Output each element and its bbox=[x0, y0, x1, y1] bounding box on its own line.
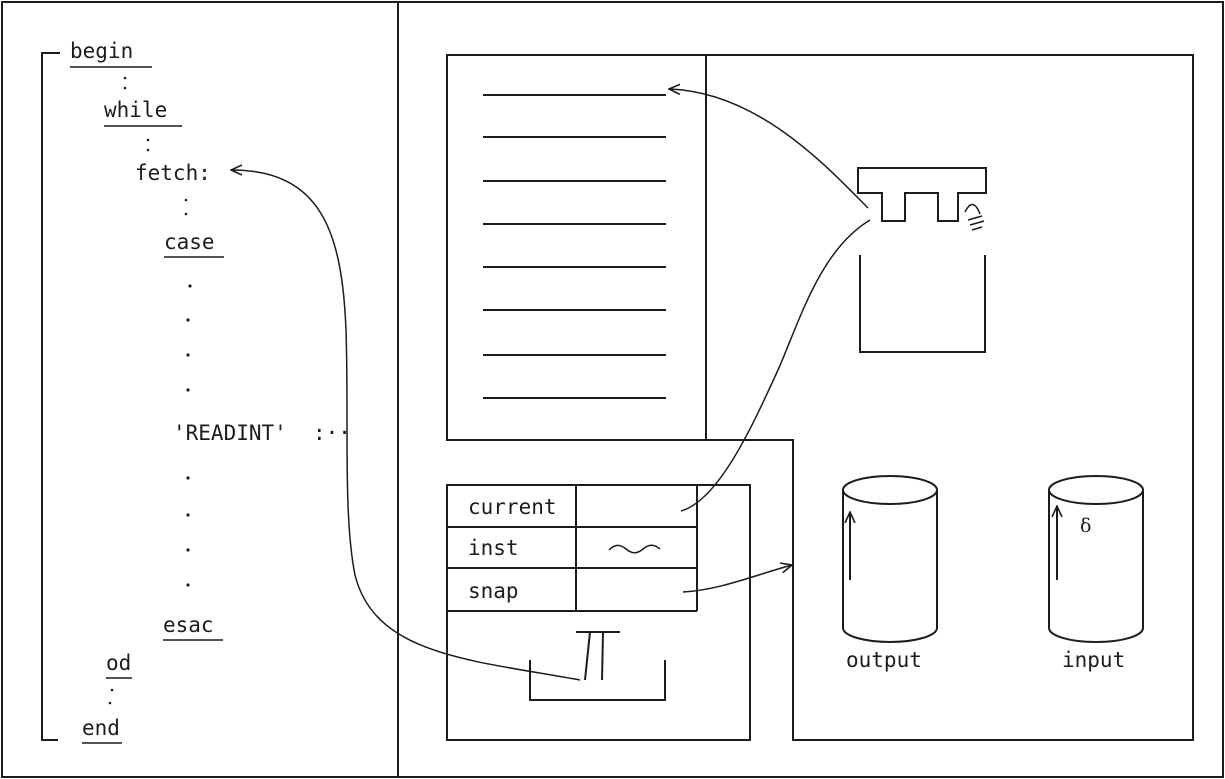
keyword-esac: esac bbox=[163, 613, 214, 637]
mini-pointer-leg-right bbox=[602, 632, 603, 680]
current-to-hand-curve bbox=[681, 220, 870, 511]
output-drum-body bbox=[843, 490, 937, 642]
input-drum-top bbox=[1049, 476, 1143, 504]
program-listing: begin while fetch: case 'READINT' :·· es… bbox=[42, 39, 351, 743]
input-drum-body bbox=[1049, 490, 1143, 642]
input-label: input bbox=[1062, 648, 1125, 672]
reader-pivot bbox=[965, 204, 980, 214]
reader-hand bbox=[858, 168, 986, 221]
output-drum-top bbox=[843, 476, 937, 504]
fetch-label: fetch: bbox=[135, 161, 211, 185]
register-snap-label: snap bbox=[468, 579, 519, 603]
hand-to-store-arrow bbox=[669, 89, 868, 208]
stack-tray bbox=[858, 168, 986, 352]
keyword-end: end bbox=[82, 716, 120, 740]
readint-ellipsis: :·· bbox=[313, 421, 351, 445]
register-box: current inst snap bbox=[447, 485, 750, 740]
keyword-begin: begin bbox=[70, 39, 133, 63]
mini-tray bbox=[530, 660, 665, 700]
mini-pointer-leg-left bbox=[585, 632, 590, 680]
tray-body bbox=[860, 255, 985, 352]
keyword-case: case bbox=[164, 230, 215, 254]
input-device: δ input bbox=[1049, 476, 1143, 672]
keyword-od: od bbox=[106, 651, 131, 675]
snap-to-output-arrow bbox=[683, 565, 792, 592]
output-device: output bbox=[843, 476, 937, 672]
program-store bbox=[483, 55, 706, 440]
input-delta-mark: δ bbox=[1080, 515, 1091, 537]
block-bracket bbox=[42, 53, 60, 740]
keyword-while: while bbox=[104, 98, 167, 122]
register-current-label: current bbox=[468, 495, 557, 519]
instruction-squiggle bbox=[609, 545, 660, 553]
output-label: output bbox=[846, 648, 922, 672]
register-inst-label: inst bbox=[468, 536, 519, 560]
register-frame bbox=[447, 485, 750, 740]
readint-label: 'READINT' bbox=[173, 421, 287, 445]
